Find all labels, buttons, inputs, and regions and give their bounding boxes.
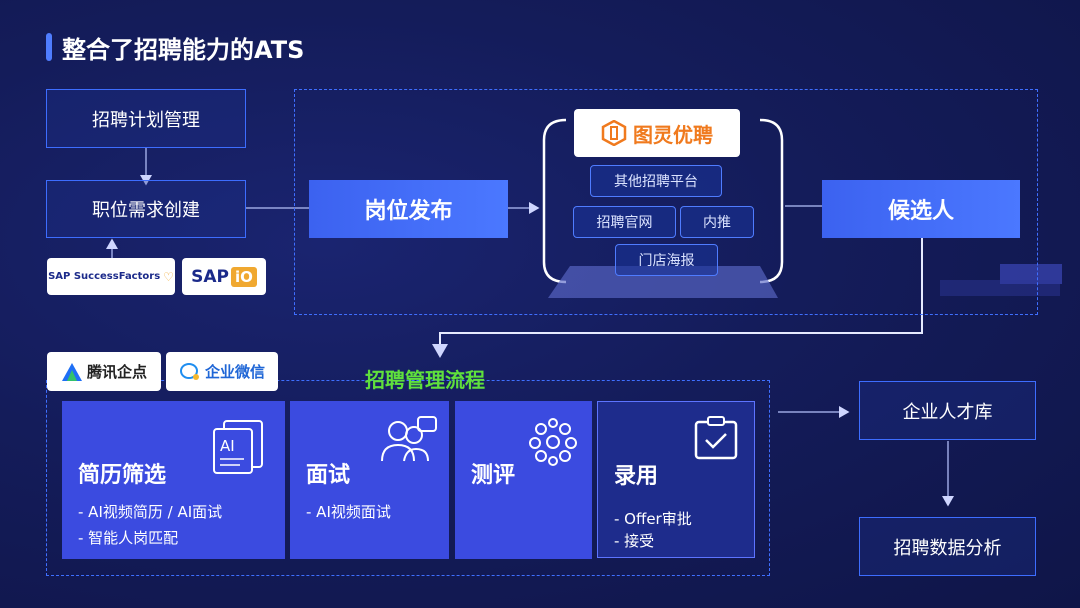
decor-bar-2 bbox=[940, 280, 1060, 296]
process-region bbox=[46, 380, 770, 576]
ai-document-icon: AI bbox=[210, 417, 268, 479]
platform-bracket-right bbox=[759, 118, 784, 284]
stage-sub-item: - AI视频面试 bbox=[306, 503, 391, 521]
tuling-hex-icon bbox=[601, 119, 627, 147]
stage-sub-item: - 智能人岗匹配 bbox=[78, 529, 179, 547]
job-demand-box: 职位需求创建 bbox=[46, 180, 246, 238]
stage-resume-screening: AI 简历筛选 - AI视频简历 / AI面试 - 智能人岗匹配 bbox=[62, 401, 285, 559]
tuling-logo: 图灵优聘 bbox=[574, 109, 740, 157]
stage-name: 录用 bbox=[614, 464, 659, 489]
stage-assessment: 测评 bbox=[455, 401, 592, 559]
tencent-qidian-logo: 腾讯企点 bbox=[47, 352, 161, 391]
publishing-region bbox=[294, 89, 1038, 315]
wecom-bubble-icon bbox=[179, 362, 201, 382]
interview-people-icon bbox=[378, 415, 438, 471]
heart-icon: ♡ bbox=[163, 269, 174, 284]
stage-name: 测评 bbox=[471, 463, 516, 488]
offer-clipboard-icon bbox=[692, 414, 740, 466]
tencent-mark-icon bbox=[61, 362, 83, 382]
platform-other: 其他招聘平台 bbox=[590, 165, 722, 197]
stage-offer: 录用 - Offer审批 - 接受 bbox=[597, 401, 755, 558]
arrow-candidate-to-process bbox=[432, 238, 923, 358]
platform-referral: 内推 bbox=[680, 206, 754, 238]
stage-sub-item: - Offer审批 bbox=[614, 510, 692, 528]
platform-store-poster: 门店海报 bbox=[615, 244, 718, 276]
process-title: 招聘管理流程 bbox=[365, 368, 485, 392]
assessment-network-icon bbox=[527, 417, 579, 471]
job-publish-box: 岗位发布 bbox=[309, 180, 508, 238]
sap-successfactors-logo: SAP SuccessFactors♡ bbox=[47, 258, 175, 295]
page-title: 整合了招聘能力的ATS bbox=[62, 36, 305, 64]
recruitment-analytics-box: 招聘数据分析 bbox=[859, 517, 1036, 576]
platform-bracket-left bbox=[542, 118, 567, 284]
stage-interview: 面试 - AI视频面试 bbox=[290, 401, 449, 559]
platform-base bbox=[548, 266, 778, 298]
svg-text:AI: AI bbox=[220, 437, 235, 455]
talent-pool-box: 企业人才库 bbox=[859, 381, 1036, 440]
stage-name: 简历筛选 bbox=[78, 463, 167, 488]
stage-sub-item: - AI视频简历 / AI面试 bbox=[78, 503, 223, 521]
decor-bar-1 bbox=[1000, 264, 1062, 284]
recruitment-plan-box: 招聘计划管理 bbox=[46, 89, 246, 148]
title-accent-bar bbox=[46, 33, 52, 61]
wecom-logo: 企业微信 bbox=[166, 352, 278, 391]
platform-official-site: 招聘官网 bbox=[573, 206, 676, 238]
candidate-box: 候选人 bbox=[822, 180, 1020, 238]
stage-sub-item: - 接受 bbox=[614, 532, 655, 550]
stage-name: 面试 bbox=[306, 463, 351, 488]
